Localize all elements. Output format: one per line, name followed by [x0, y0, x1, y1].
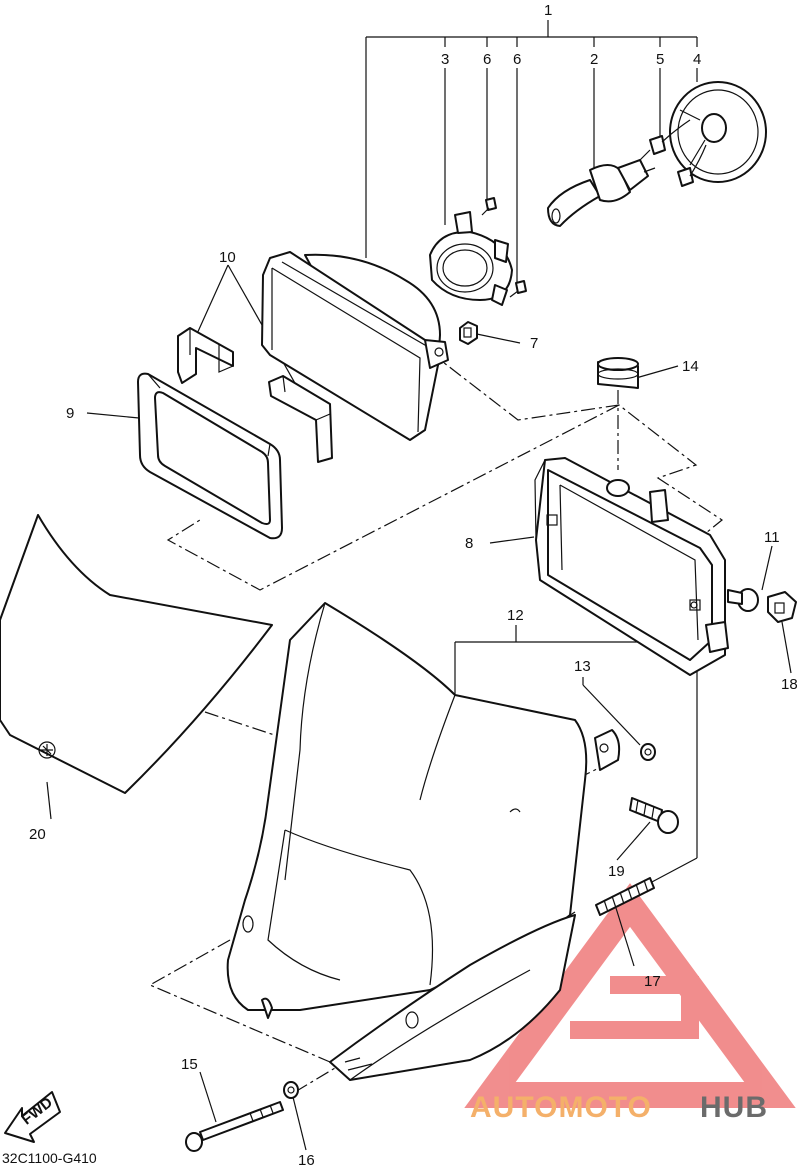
callout-6a: 6 [483, 51, 491, 68]
callout-labels: 1 2 3 4 5 6 6 7 8 9 10 11 12 13 14 15 16… [29, 2, 798, 1167]
callout-12: 12 [507, 607, 524, 624]
part-15-long-bolt [185, 1101, 284, 1152]
callout-13: 13 [574, 658, 591, 675]
callout-15: 15 [181, 1056, 198, 1073]
callout-18: 18 [781, 676, 798, 693]
part-17-spring [595, 877, 655, 916]
callout-3: 3 [441, 51, 449, 68]
callout-17: 17 [644, 973, 661, 990]
part-18-nut [767, 591, 797, 623]
fwd-arrow-icon: FWD [4, 1091, 61, 1143]
part-3-socket-ring [429, 211, 513, 306]
callout-4: 4 [693, 51, 701, 68]
part-20-side-panel [0, 514, 273, 794]
callout-14: 14 [682, 358, 699, 375]
callout-9: 9 [66, 405, 74, 422]
lower-cowl-piece [329, 914, 576, 1081]
part-5-connector [649, 119, 707, 187]
callout-16: 16 [298, 1152, 315, 1167]
part-19-bolt [629, 797, 679, 834]
part-6-screw-b [509, 280, 527, 298]
part-12-cowl [226, 602, 621, 1019]
callout-11: 11 [764, 529, 780, 546]
part-6-screw-a [481, 197, 497, 216]
watermark-logo [464, 883, 796, 1108]
callout-5: 5 [656, 51, 664, 68]
callout-8: 8 [465, 535, 473, 552]
callout-19: 19 [608, 863, 625, 880]
part-11-bolt [727, 588, 759, 612]
part-7-nut [459, 321, 478, 345]
watermark-part1: AUTOMOTO [470, 1091, 652, 1124]
part-2-bulb [547, 149, 656, 227]
part-10-strips [177, 327, 333, 463]
watermark-text: AUTOMOTO HUB [470, 1091, 768, 1124]
part-14-grommet [597, 357, 639, 389]
callout-10: 10 [219, 249, 236, 266]
diagram-code: 32C1100-G410 [2, 1150, 97, 1166]
part-16-washer [283, 1081, 299, 1099]
part-4-bulb-cover [669, 81, 767, 183]
callout-2: 2 [590, 51, 598, 68]
callout-6b: 6 [513, 51, 521, 68]
part-8-bracket-housing [534, 457, 729, 676]
watermark-part2: HUB [700, 1091, 768, 1124]
callout-1: 1 [544, 2, 552, 19]
bracket-1 [365, 20, 698, 258]
callout-20: 20 [29, 826, 46, 843]
headlight-lens-unit [261, 251, 449, 441]
part-9-gasket-frame [137, 372, 283, 540]
callout-7: 7 [530, 335, 538, 352]
part-13-washer [640, 743, 656, 761]
